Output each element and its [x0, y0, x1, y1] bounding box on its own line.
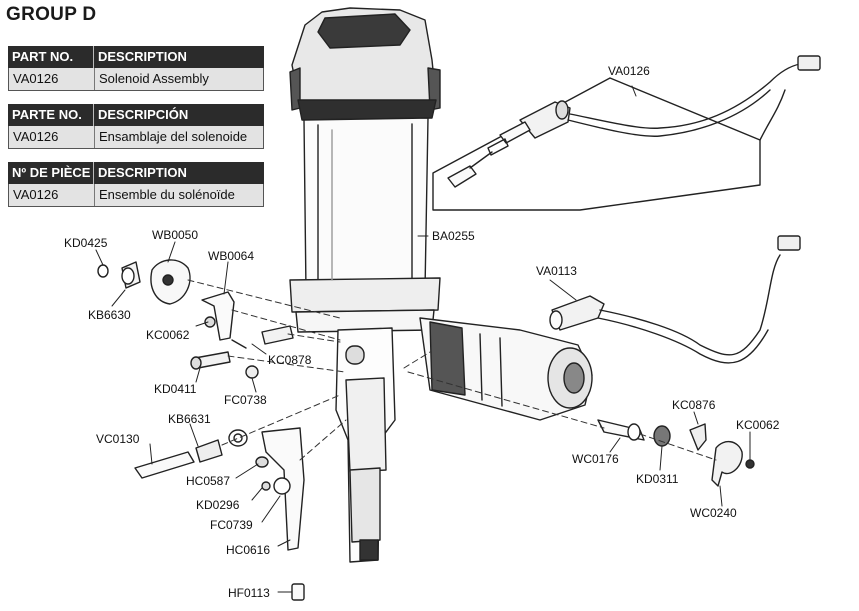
table-row: VA0126 Ensamblaje del solenoide — [8, 126, 264, 149]
solenoid-va0113 — [549, 235, 801, 364]
callout-fc0738: FC0738 — [224, 393, 267, 407]
callout-kd0425: KD0425 — [64, 236, 108, 250]
group-title: GROUP D — [6, 4, 97, 25]
callout-hc0587: HC0587 — [186, 474, 231, 488]
left-parts — [97, 259, 305, 601]
part-number: VA0126 — [9, 184, 95, 206]
callout-hf0113: HF0113 — [228, 586, 270, 600]
callout-va0126: VA0126 — [608, 64, 650, 78]
table-header: PART NO. DESCRIPTION — [8, 46, 264, 68]
callout-kd0311: KD0311 — [636, 472, 679, 486]
parts-table-english: PART NO. DESCRIPTION VA0126 Solenoid Assem… — [8, 46, 264, 91]
col-part-no: PART NO. — [8, 46, 94, 68]
tool-frame — [335, 327, 396, 563]
callout-kb6630: KB6630 — [88, 308, 131, 322]
callout-fc0739: FC0739 — [210, 518, 253, 532]
callout-kd0296: KD0296 — [196, 498, 240, 512]
callout-kc0876: KC0876 — [672, 398, 716, 412]
motor-assembly — [419, 317, 593, 421]
callout-ba0255: BA0255 — [432, 229, 475, 243]
callout-wb0050: WB0050 — [152, 228, 199, 242]
parts-table-spanish: PARTE NO. DESCRIPCIÓN VA0126 Ensamblaje de… — [8, 104, 264, 149]
callout-kd0411: KD0411 — [154, 382, 197, 396]
callout-wc0176: WC0176 — [572, 452, 619, 466]
col-part-no: PARTE NO. — [8, 104, 94, 126]
part-number: VA0126 — [9, 126, 95, 148]
col-description: DESCRIPTION — [98, 165, 187, 180]
connector-icon — [797, 55, 821, 71]
part-description: Solenoid Assembly — [99, 71, 209, 86]
part-description: Ensamblaje del solenoide — [99, 129, 248, 144]
col-description: DESCRIPCIÓN — [98, 107, 189, 122]
connector-icon — [777, 235, 801, 251]
callout-hc0616: HC0616 — [226, 543, 271, 557]
callout-kc0878: KC0878 — [268, 353, 312, 367]
table-header: Nº DE PIÈCE DESCRIPTION — [8, 162, 264, 184]
col-part-no: Nº DE PIÈCE — [8, 162, 94, 184]
callout-kb6631: KB6631 — [168, 412, 211, 426]
solenoid-inset-box — [432, 55, 821, 211]
col-description: DESCRIPTION — [98, 49, 187, 64]
callout-vc0130: VC0130 — [96, 432, 140, 446]
table-row: VA0126 Solenoid Assembly — [8, 68, 264, 91]
motor-housing — [289, 7, 441, 333]
callout-va0113: VA0113 — [536, 264, 577, 278]
callout-wc0240: WC0240 — [690, 506, 737, 520]
part-number: VA0126 — [9, 68, 95, 90]
part-description: Ensemble du solénoïde — [99, 187, 235, 202]
callout-kc0062-right: KC0062 — [736, 418, 780, 432]
table-header: PARTE NO. DESCRIPCIÓN — [8, 104, 264, 126]
table-row: VA0126 Ensemble du solénoïde — [8, 184, 264, 207]
parts-table-french: Nº DE PIÈCE DESCRIPTION VA0126 Ensemble du… — [8, 162, 264, 207]
callout-wb0064: WB0064 — [208, 249, 255, 263]
callout-kc0062: KC0062 — [146, 328, 190, 342]
